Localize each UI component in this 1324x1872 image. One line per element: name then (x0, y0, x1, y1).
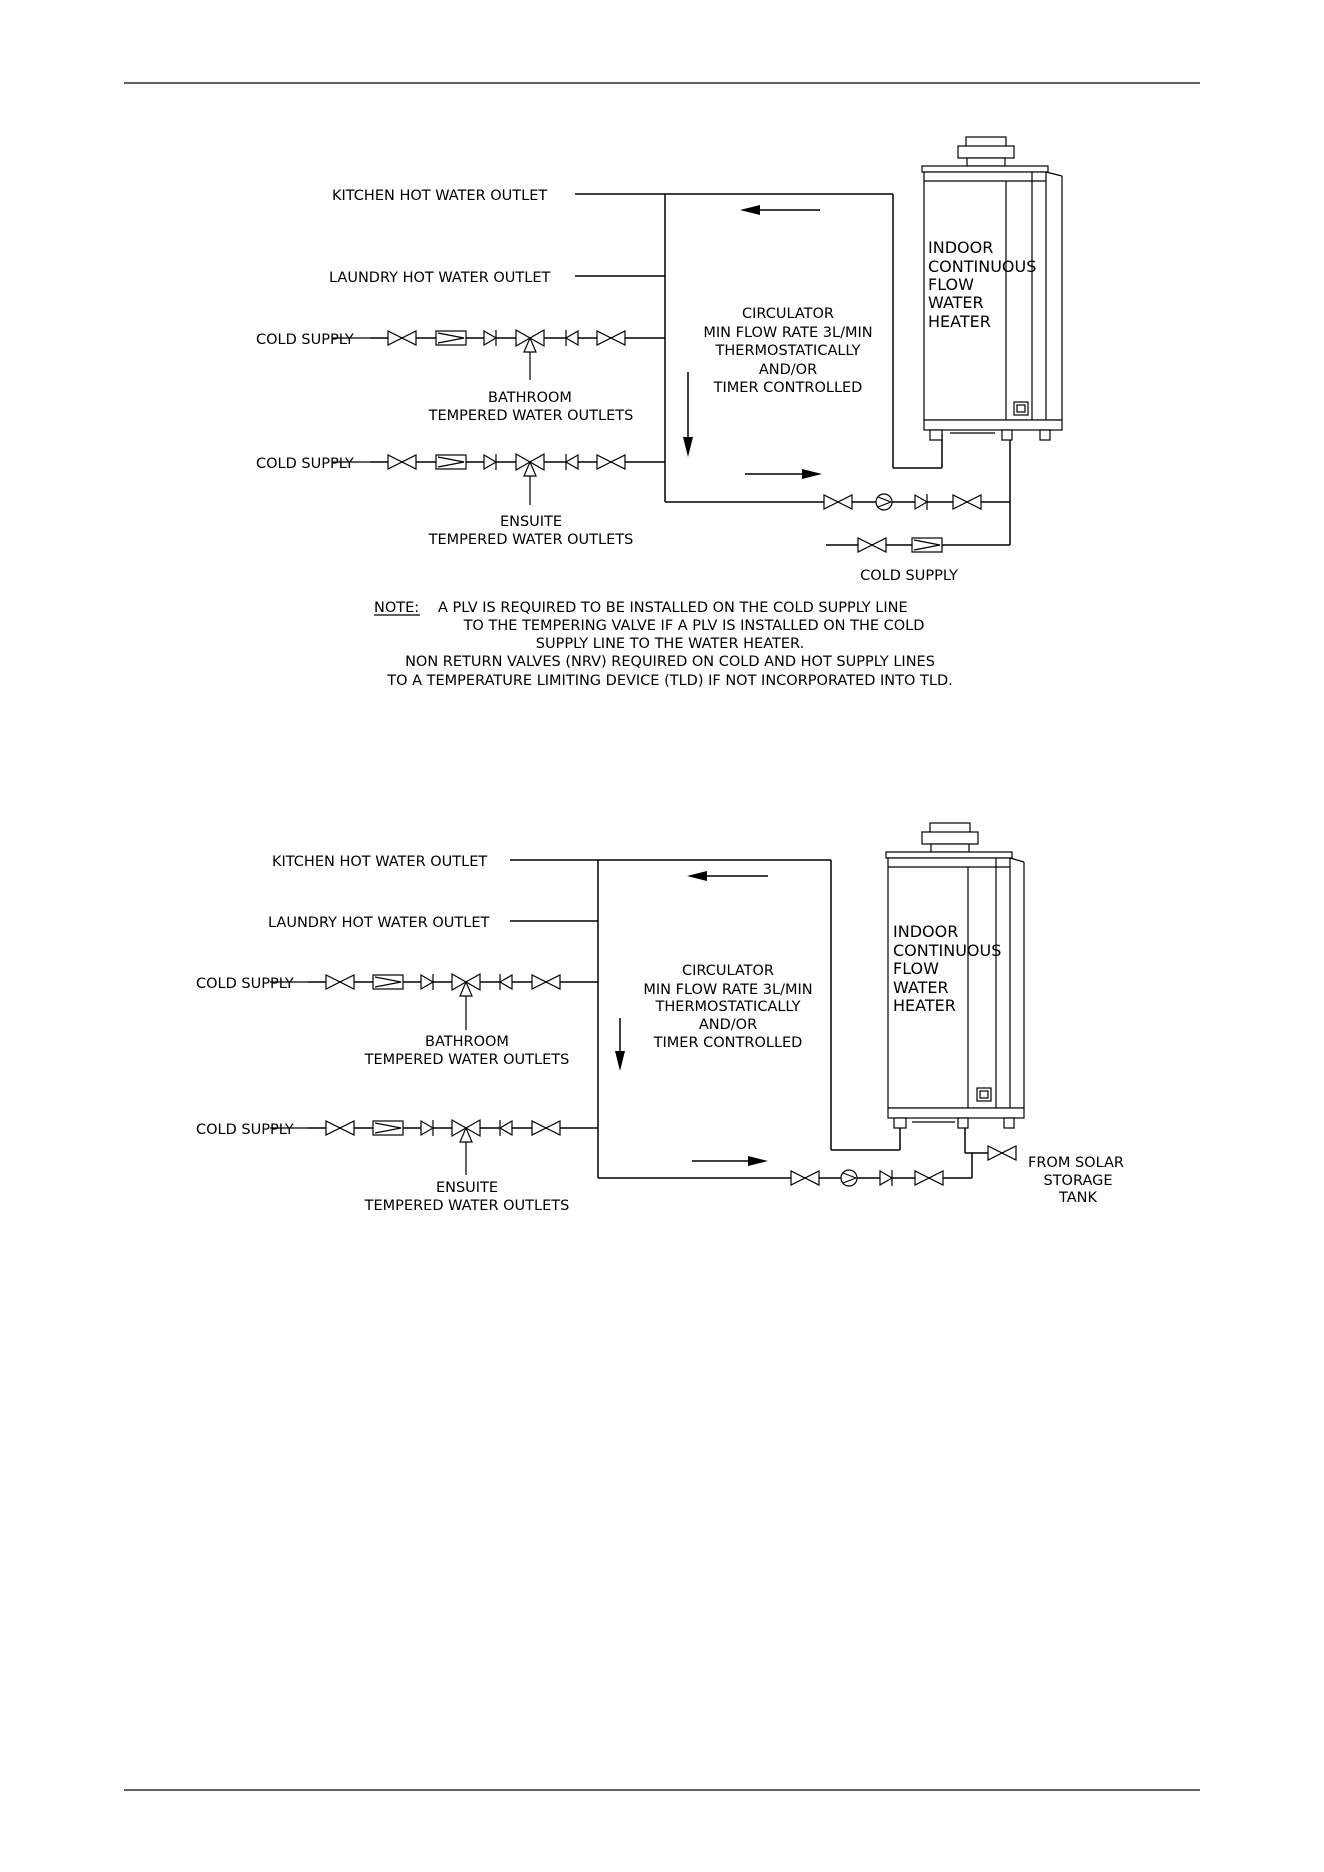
cold-supply-label: COLD SUPPLY (256, 456, 354, 472)
note-text: SUPPLY LINE TO THE WATER HEATER. (536, 636, 804, 652)
flow-arrow-left (740, 205, 820, 215)
bathroom-label: BATHROOM (425, 1034, 509, 1050)
cold-supply-label: COLD SUPPLY (196, 976, 294, 992)
ensuite-sub-label: TEMPERED WATER OUTLETS (364, 1198, 570, 1214)
kitchen-outlet-label: KITCHEN HOT WATER OUTLET (272, 854, 487, 870)
heater-label-line: FLOW (893, 959, 939, 978)
ensuite-label: ENSUITE (500, 514, 562, 530)
laundry-outlet-label: LAUNDRY HOT WATER OUTLET (268, 915, 490, 931)
laundry-outlet-label: LAUNDRY HOT WATER OUTLET (329, 270, 551, 286)
note-label: NOTE: (374, 600, 419, 616)
circulator-label: TIMER CONTROLLED (653, 1035, 803, 1051)
circulator-label: MIN FLOW RATE 3L/MIN (643, 982, 812, 998)
heater-label-line: CONTINUOUS (928, 257, 1036, 276)
ensuite-branch-valves (325, 1118, 561, 1175)
heater-label-line: HEATER (928, 312, 991, 331)
water-heater: INDOOR CONTINUOUS FLOW WATER HEATER (921, 136, 1063, 441)
diagram-2: INDOOR CONTINUOUS FLOW WATER HEATER KITC… (196, 822, 1124, 1214)
flow-arrow-right (692, 1156, 768, 1166)
flow-arrow-right (745, 469, 822, 479)
installation-note: NOTE: A PLV IS REQUIRED TO BE INSTALLED … (374, 600, 953, 689)
circulator-label: AND/OR (759, 362, 817, 378)
flow-arrow-left (687, 871, 768, 881)
heater-label-line: WATER (893, 978, 949, 997)
circulator-label: THERMOSTATICALLY (655, 999, 801, 1015)
note-text: TO A TEMPERATURE LIMITING DEVICE (TLD) I… (386, 673, 952, 689)
heater-label-line: INDOOR (928, 238, 993, 257)
heater-label-line: CONTINUOUS (893, 941, 1001, 960)
water-heater: INDOOR CONTINUOUS FLOW WATER HEATER (885, 822, 1025, 1129)
ensuite-branch-valves (387, 452, 626, 505)
bathroom-sub-label: TEMPERED WATER OUTLETS (428, 408, 634, 424)
heater-label-line: FLOW (928, 275, 974, 294)
ensuite-sub-label: TEMPERED WATER OUTLETS (428, 532, 634, 548)
note-text: A PLV IS REQUIRED TO BE INSTALLED ON THE… (438, 600, 908, 616)
cold-supply-label: COLD SUPPLY (196, 1122, 294, 1138)
note-text: NON RETURN VALVES (NRV) REQUIRED ON COLD… (405, 654, 935, 670)
flow-arrow-down (683, 372, 693, 457)
circulator-label: CIRCULATOR (742, 306, 834, 322)
note-text: TO THE TEMPERING VALVE IF A PLV IS INSTA… (463, 618, 925, 634)
bathroom-label: BATHROOM (488, 390, 572, 406)
kitchen-outlet-label: KITCHEN HOT WATER OUTLET (332, 188, 547, 204)
circulator-pump-assembly (790, 1169, 944, 1187)
circulator-pump-assembly (823, 493, 982, 511)
circulator-label: MIN FLOW RATE 3L/MIN (703, 325, 872, 341)
circulator-label: CIRCULATOR (682, 963, 774, 979)
heater-cold-supply-label: COLD SUPPLY (860, 568, 958, 584)
cold-supply-label: COLD SUPPLY (256, 332, 354, 348)
heater-cold-supply-valves (857, 537, 943, 553)
solar-tank-label: TANK (1058, 1190, 1097, 1206)
solar-tank-label: STORAGE (1043, 1173, 1112, 1189)
circulator-label: AND/OR (699, 1017, 757, 1033)
circulator-label: TIMER CONTROLLED (713, 380, 863, 396)
ensuite-label: ENSUITE (436, 1180, 498, 1196)
flow-arrow-down (615, 1018, 625, 1071)
heater-label-line: WATER (928, 293, 984, 312)
bathroom-branch-valves (387, 328, 626, 380)
solar-supply-valve (987, 1145, 1017, 1161)
diagram-1: INDOOR CONTINUOUS FLOW WATER HEATER KITC… (256, 136, 1063, 584)
bathroom-sub-label: TEMPERED WATER OUTLETS (364, 1052, 570, 1068)
pipe-network (370, 193, 1011, 546)
circulator-label: THERMOSTATICALLY (715, 343, 861, 359)
heater-label-line: INDOOR (893, 922, 958, 941)
bathroom-branch-valves (325, 972, 561, 1030)
heater-label-line: HEATER (893, 996, 956, 1015)
solar-tank-label: FROM SOLAR (1028, 1155, 1124, 1171)
